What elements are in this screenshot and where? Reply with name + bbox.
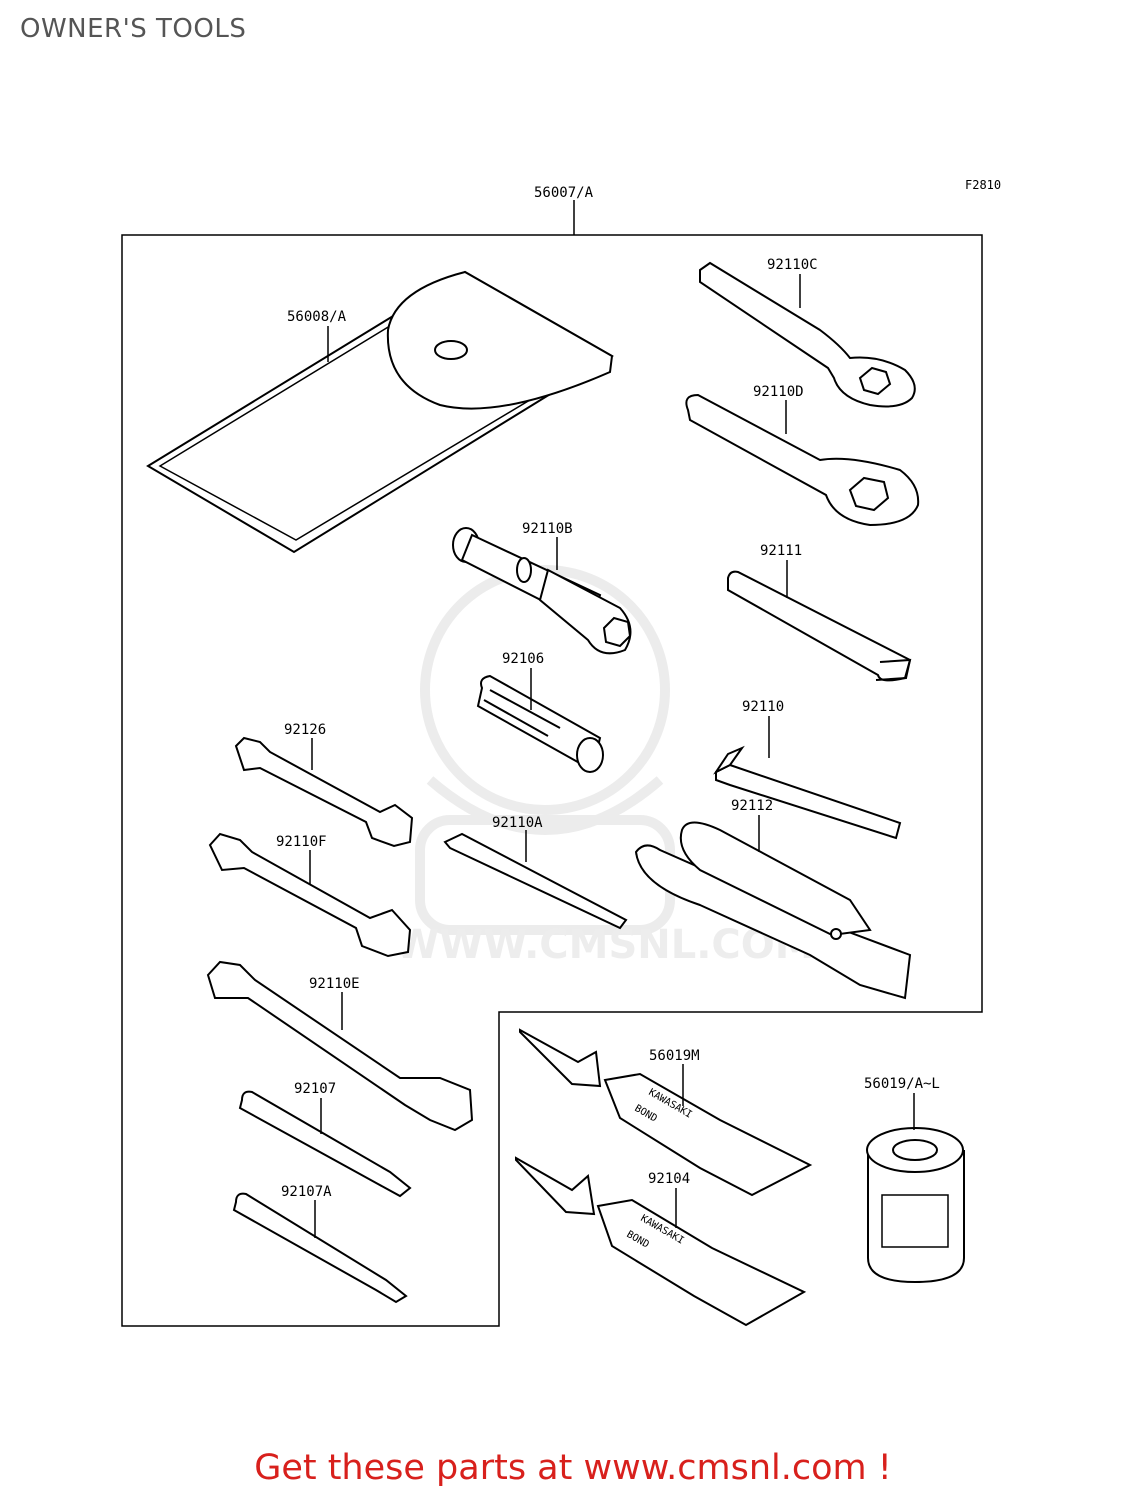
- kit-frame: [121, 234, 983, 1327]
- part-label-56007a: 56007/A: [534, 185, 594, 201]
- screwdriver-bit-icon: [238, 1090, 412, 1198]
- page-title: OWNER'S TOOLS: [20, 14, 247, 44]
- part-label-56008a: 56008/A: [287, 309, 347, 325]
- part-label-92110e: 92110E: [309, 976, 360, 992]
- part-label-56019a-l: 56019/A~L: [864, 1076, 940, 1092]
- spark-plug-wrench-icon: [452, 527, 632, 655]
- open-wrench-small-icon: [234, 736, 414, 848]
- part-label-92107: 92107: [294, 1081, 336, 1097]
- watermark-logo: [415, 565, 675, 935]
- ring-wrench-icon: [699, 261, 916, 408]
- part-label-92110f: 92110F: [276, 834, 327, 850]
- tool-bag-icon: [146, 270, 614, 554]
- spoke-wrench-icon: [443, 832, 628, 930]
- bond-tube-small-icon: KAWASAKI BOND: [515, 1156, 807, 1327]
- part-label-92110a: 92110A: [492, 815, 543, 831]
- extension-bar-icon: [727, 570, 912, 682]
- pliers-icon: [634, 821, 912, 1000]
- leader-lines: [309, 200, 915, 1238]
- part-label-92110c: 92110C: [767, 257, 818, 273]
- part-label-92110: 92110: [742, 699, 784, 715]
- part-label-92111: 92111: [760, 543, 802, 559]
- footer-link[interactable]: Get these parts at www.cmsnl.com !: [254, 1448, 892, 1488]
- part-label-92112: 92112: [731, 798, 773, 814]
- part-label-92110d: 92110D: [753, 384, 804, 400]
- screwdriver-handle-icon: [232, 1192, 408, 1304]
- part-label-56019m: 56019M: [649, 1048, 700, 1064]
- part-label-92107a: 92107A: [281, 1184, 332, 1200]
- box-wrench-icon: [685, 393, 920, 527]
- open-wrench-medium-icon: [208, 832, 412, 958]
- part-label-92104: 92104: [648, 1171, 690, 1187]
- spark-plug-tool-icon: [476, 674, 604, 773]
- watermark-text: WWW.CMSNL.COM: [395, 922, 815, 968]
- part-label-92110b: 92110B: [522, 521, 573, 537]
- part-label-92126: 92126: [284, 722, 326, 738]
- hex-key-icon: [713, 745, 902, 840]
- figure-code: F2810: [965, 178, 1002, 192]
- part-label-92106: 92106: [502, 651, 544, 667]
- tape-roll-icon: [866, 1127, 965, 1284]
- open-wrench-large-icon: [206, 960, 474, 1132]
